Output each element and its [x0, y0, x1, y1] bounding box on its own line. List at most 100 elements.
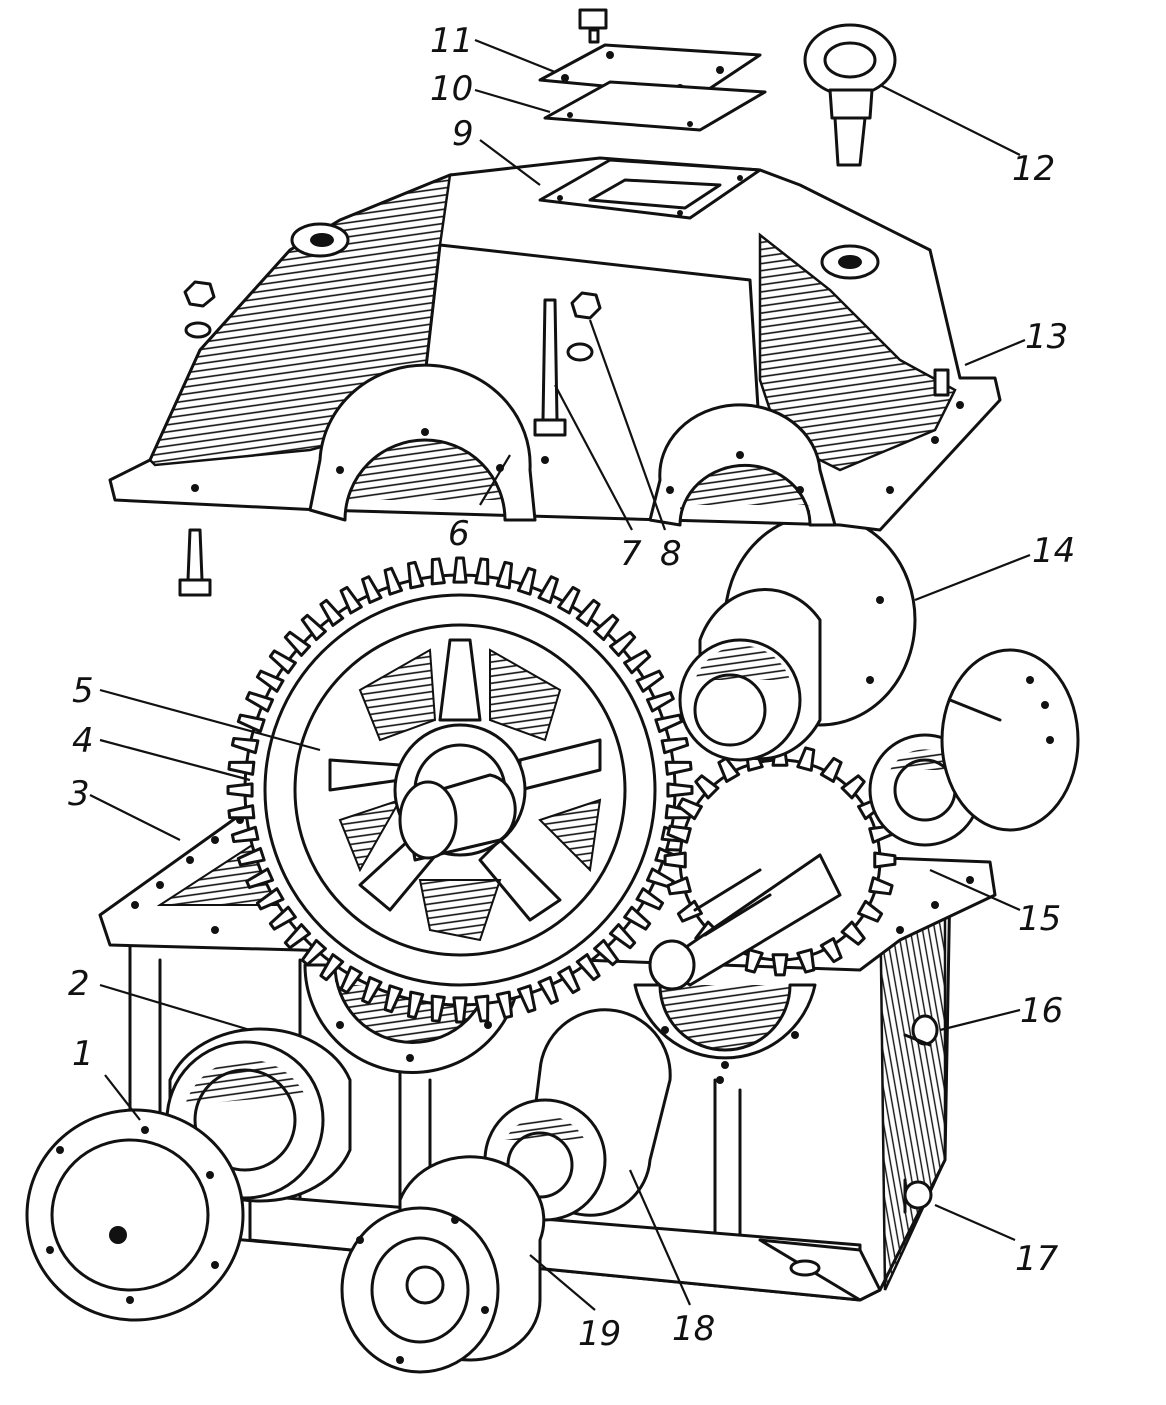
input-cover-bolt-holes: [46, 1126, 219, 1304]
callout-13: 13: [1025, 317, 1068, 357]
gear-tooth: [361, 975, 383, 1005]
inspection-gasket: [543, 80, 767, 132]
gear-tooth: [635, 669, 665, 693]
gear-tooth: [516, 984, 537, 1014]
spring-washer: [566, 342, 594, 362]
callout-4: 4: [72, 721, 94, 761]
pinion-end-cap: [940, 648, 1080, 832]
flange-bolt: [178, 528, 212, 597]
gear-tooth: [575, 953, 601, 982]
gear-tooth: [537, 975, 559, 1005]
gear-tooth: [516, 566, 537, 596]
gear-tooth: [227, 804, 256, 820]
gear-tooth: [383, 984, 404, 1014]
gear-tooth: [406, 990, 425, 1020]
gear-tooth: [654, 713, 684, 734]
cover-bolt: [533, 298, 567, 437]
gear-tooth: [676, 899, 703, 923]
oil-level-gauge: [903, 1014, 939, 1047]
gear-tooth: [268, 649, 297, 675]
output-shaft: [398, 773, 517, 862]
callout-12: 12: [1012, 149, 1055, 189]
gear-tooth: [623, 649, 652, 675]
gear-tooth: [495, 990, 514, 1020]
gear-tooth: [664, 760, 693, 776]
gear-tooth: [557, 965, 581, 995]
gear-tooth: [283, 923, 312, 950]
gear-tooth: [339, 585, 363, 615]
gear-tooth: [245, 867, 275, 889]
gear-tooth: [593, 938, 620, 967]
gear-tooth: [474, 557, 490, 586]
gear-tooth: [608, 923, 637, 950]
gear-tooth: [575, 598, 601, 627]
gear-tooth: [383, 566, 404, 596]
callout-9: 9: [452, 114, 474, 154]
gear-tooth: [361, 575, 383, 605]
gear-tooth: [255, 887, 285, 911]
gear-tooth: [645, 691, 675, 713]
gear-tooth: [660, 736, 690, 755]
gear-tooth: [474, 994, 490, 1023]
callout-3: 3: [68, 774, 90, 814]
callout-6: 6: [448, 514, 470, 554]
drain-plug: [903, 1178, 933, 1214]
gear-tooth: [319, 598, 345, 627]
hex-nut: [570, 291, 602, 320]
gear-tooth: [819, 756, 843, 783]
gear-tooth: [283, 630, 312, 657]
callout-19: 19: [578, 1314, 621, 1354]
output-bearing-assembly: [678, 513, 917, 762]
gear-tooth: [593, 613, 620, 642]
housing-flange-holes: [131, 816, 974, 946]
gear-tooth: [268, 905, 297, 931]
gear-tooth: [666, 782, 694, 798]
callout-17: 17: [1015, 1239, 1059, 1279]
loose-nut-left: [183, 280, 216, 339]
gear-tooth: [666, 876, 692, 896]
gear-tooth: [300, 613, 327, 642]
gear-tooth: [227, 760, 256, 776]
gear-tooth: [319, 953, 345, 982]
gear-tooth: [557, 585, 581, 615]
callout-8: 8: [660, 534, 682, 574]
callout-2: 2: [68, 964, 90, 1004]
callout-7: 7: [620, 534, 642, 574]
gear-tooth: [744, 948, 764, 974]
callout-5: 5: [72, 671, 94, 711]
gear-tooth: [694, 774, 720, 800]
gear-tooth: [771, 953, 789, 977]
callout-15: 15: [1018, 899, 1061, 939]
pinion-shaft: [648, 648, 1080, 991]
gear-tooth: [226, 782, 254, 798]
gear-tooth: [840, 774, 866, 800]
input-end-cover: [25, 1027, 352, 1322]
gear-tooth: [635, 887, 665, 911]
callout-18: 18: [672, 1309, 715, 1349]
gear-tooth: [452, 996, 468, 1024]
gear-tooth: [430, 994, 446, 1023]
gear-tooth: [230, 736, 260, 755]
gear-tooth: [663, 851, 687, 869]
gear-tooth: [406, 560, 425, 590]
gear-tooth: [676, 797, 703, 821]
gear-tooth: [236, 846, 266, 867]
callout-16: 16: [1020, 991, 1063, 1031]
gear-tooth: [230, 825, 260, 844]
eye-bolt: [803, 23, 897, 167]
inspection-screw: [578, 8, 608, 44]
callout-leaders: [89, 38, 1031, 1311]
gear-tooth: [796, 948, 816, 974]
callout-14: 14: [1032, 531, 1075, 571]
gear-tooth: [245, 691, 275, 713]
gear-tooth: [840, 920, 866, 946]
through-cover: [340, 1155, 546, 1374]
gear-tooth: [819, 937, 843, 964]
gear-tooth: [255, 669, 285, 693]
cover-flange-holes: [191, 401, 964, 494]
callout-11: 11: [430, 21, 473, 61]
gear-tooth: [868, 876, 894, 896]
gear-tooth: [537, 575, 559, 605]
gear-tooth: [339, 965, 363, 995]
